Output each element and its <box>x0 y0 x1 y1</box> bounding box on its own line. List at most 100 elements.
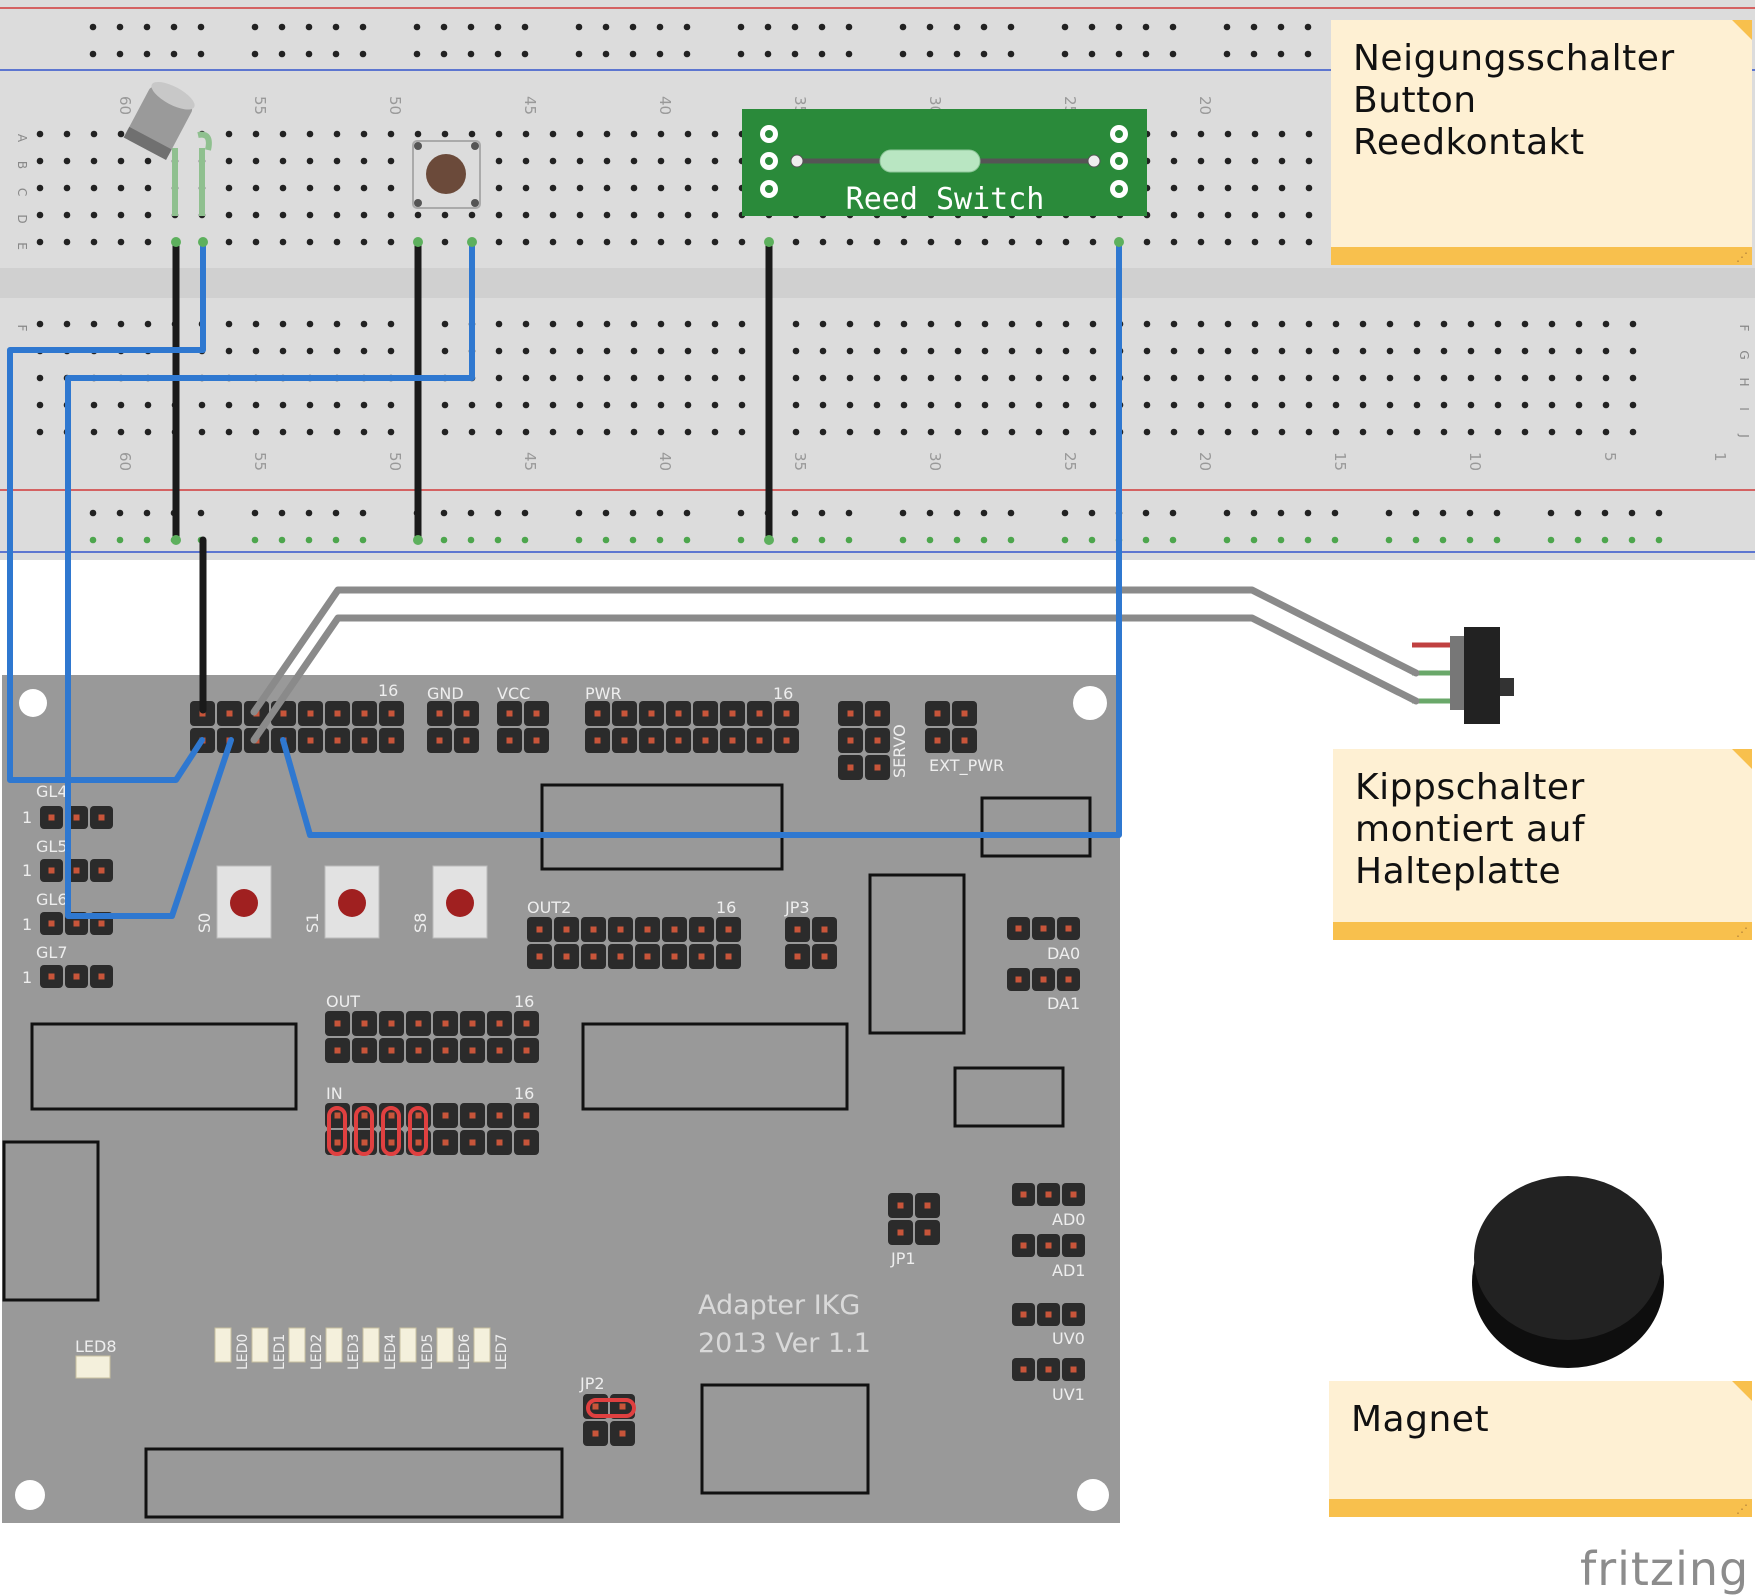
header-pad <box>961 737 968 744</box>
ic-outline <box>540 783 784 871</box>
breadboard-hole <box>90 157 98 165</box>
ic-outline <box>700 1383 870 1495</box>
header-pad <box>675 710 682 717</box>
breadboard-hole <box>1548 320 1556 328</box>
breadboard-hole <box>360 211 368 219</box>
row-letter: F <box>15 325 29 332</box>
breadboard-hole <box>981 401 989 409</box>
rail-hole <box>89 536 97 544</box>
label-led-7: LED7 <box>494 1334 510 1370</box>
breadboard-hole <box>549 211 557 219</box>
breadboard-hole <box>1386 428 1394 436</box>
rail-hole <box>1061 50 1069 58</box>
breadboard-hole <box>1170 238 1178 246</box>
header-pad <box>1040 976 1047 983</box>
breadboard-hole <box>1629 374 1637 382</box>
breadboard-hole <box>1008 401 1016 409</box>
note-resize-grip[interactable]: ⋰ <box>1736 250 1748 264</box>
rail-hole <box>143 50 151 58</box>
rail-hole <box>683 509 691 517</box>
rail-hole <box>1250 509 1258 517</box>
breadboard-hole <box>1521 374 1529 382</box>
breadboard-hole <box>1332 347 1340 355</box>
rail-hole <box>332 536 340 544</box>
rail-hole <box>656 50 664 58</box>
header-pad <box>617 926 624 933</box>
note-resize-grip[interactable]: ⋰ <box>1736 1502 1748 1516</box>
column-number: 60 <box>116 452 134 471</box>
label-gl7-pin1: 1 <box>22 968 32 987</box>
breadboard-hole <box>684 184 692 192</box>
rail-hole <box>359 509 367 517</box>
note-resize-grip[interactable]: ⋰ <box>1736 925 1748 939</box>
breadboard-hole <box>1305 184 1313 192</box>
breadboard-hole <box>1602 428 1610 436</box>
breadboard-hole <box>954 320 962 328</box>
switch-s8[interactable] <box>432 865 488 939</box>
header-pad <box>621 737 628 744</box>
rail-hole <box>845 509 853 517</box>
column-number: 20 <box>1196 96 1214 115</box>
header-pad <box>442 1047 449 1054</box>
breadboard-hole <box>1386 374 1394 382</box>
breadboard-hole <box>576 184 584 192</box>
toggle-switch[interactable] <box>1412 627 1514 724</box>
header-pad <box>506 737 513 744</box>
rail-hole <box>818 23 826 31</box>
rail-hole <box>89 23 97 31</box>
header-pad <box>442 1139 449 1146</box>
breadboard-hole <box>549 184 557 192</box>
breadboard-hole <box>1170 130 1178 138</box>
header-pad <box>73 867 80 874</box>
header-pad <box>388 1020 395 1027</box>
breadboard-hole <box>333 428 341 436</box>
rail-hole <box>602 50 610 58</box>
breadboard-hole <box>1197 320 1205 328</box>
rail-hole <box>278 509 286 517</box>
breadboard-hole <box>846 320 854 328</box>
breadboard-hole <box>1224 374 1232 382</box>
breadboard-hole <box>1278 320 1286 328</box>
header-pad <box>671 953 678 960</box>
header-pad <box>98 867 105 874</box>
row-letter: G <box>1737 350 1751 359</box>
rail-hole <box>251 509 259 517</box>
breadboard-hole <box>36 320 44 328</box>
jumper <box>327 1106 347 1156</box>
note-toggle-text: Kippschalter montiert auf Halteplatte <box>1355 767 1585 893</box>
breadboard-hole <box>225 130 233 138</box>
breadboard-hole <box>900 238 908 246</box>
header-pad <box>847 764 854 771</box>
rail-hole <box>656 509 664 517</box>
label-gl7: GL7 <box>36 943 68 962</box>
rail-hole <box>1601 509 1609 517</box>
header-uv0 <box>1012 1303 1085 1326</box>
breadboard-hole <box>387 347 395 355</box>
rail-hole <box>305 509 313 517</box>
breadboard-hole <box>36 184 44 192</box>
breadboard-hole <box>63 130 71 138</box>
led-6 <box>436 1327 454 1363</box>
breadboard-hole <box>360 184 368 192</box>
switch-s0[interactable] <box>216 865 272 939</box>
label-s8: S8 <box>411 913 430 933</box>
breadboard-hole <box>90 211 98 219</box>
rail-hole <box>332 50 340 58</box>
rail-hole <box>1115 23 1123 31</box>
breadboard-hole <box>684 374 692 382</box>
pushbutton[interactable] <box>412 140 481 209</box>
breadboard-hole <box>1008 238 1016 246</box>
breadboard-hole <box>495 401 503 409</box>
breadboard-hole <box>1197 211 1205 219</box>
breadboard-hole <box>819 320 827 328</box>
header-pad <box>496 1112 503 1119</box>
header-pad <box>98 814 105 821</box>
header-pad <box>1045 1242 1052 1249</box>
mount-hole <box>1073 686 1107 720</box>
rail-hole <box>521 23 529 31</box>
breadboard-hole <box>1224 428 1232 436</box>
breadboard-hole <box>306 211 314 219</box>
label-jp2: JP2 <box>579 1374 605 1393</box>
switch-s1[interactable] <box>324 865 380 939</box>
row-letter: J <box>1737 433 1751 438</box>
